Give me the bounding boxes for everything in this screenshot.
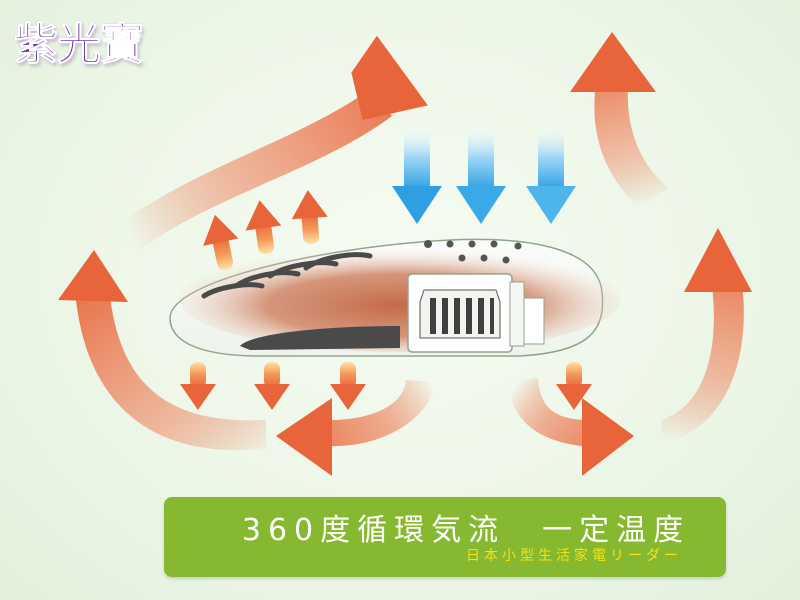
vent-dots — [424, 240, 522, 264]
caption-tagline: 日本小型生活家電リーダー — [466, 548, 682, 564]
cool-air-down-arrow — [456, 124, 506, 224]
heat-arrows-down — [180, 362, 592, 410]
heat-arrows-up — [203, 190, 328, 270]
curved-arrow-top-right — [570, 32, 668, 210]
cool-air-arrows — [392, 124, 576, 224]
fan-grille-icon — [407, 273, 545, 353]
heat-radiation-arrow — [254, 362, 290, 410]
heat-radiation-arrow — [245, 200, 282, 254]
cool-air-down-arrow — [526, 124, 576, 224]
vent-slots — [201, 252, 373, 299]
heat-radiation-arrow — [203, 214, 239, 270]
heater-device-icon — [169, 238, 620, 357]
caption-panel: 360度循環気流 一定温度 日本小型生活家電リーダー — [164, 497, 726, 577]
bottom-vent — [240, 326, 400, 350]
heat-radiation-arrow — [291, 190, 328, 245]
curved-arrow-top-left — [118, 35, 428, 250]
heat-radiation-arrow — [330, 362, 366, 410]
heat-radiation-arrow — [180, 362, 216, 410]
curved-arrow-bottom-left — [276, 380, 436, 476]
curved-arrow-bottom-right — [508, 378, 634, 476]
curved-arrow-left — [58, 250, 266, 451]
cool-air-down-arrow — [392, 124, 442, 224]
caption-headline: 360度循環気流 一定温度 — [241, 513, 691, 548]
brand-logo: 紫光寶 — [14, 8, 145, 72]
curved-arrow-right — [662, 228, 752, 444]
heat-radiation-arrow — [556, 362, 592, 410]
